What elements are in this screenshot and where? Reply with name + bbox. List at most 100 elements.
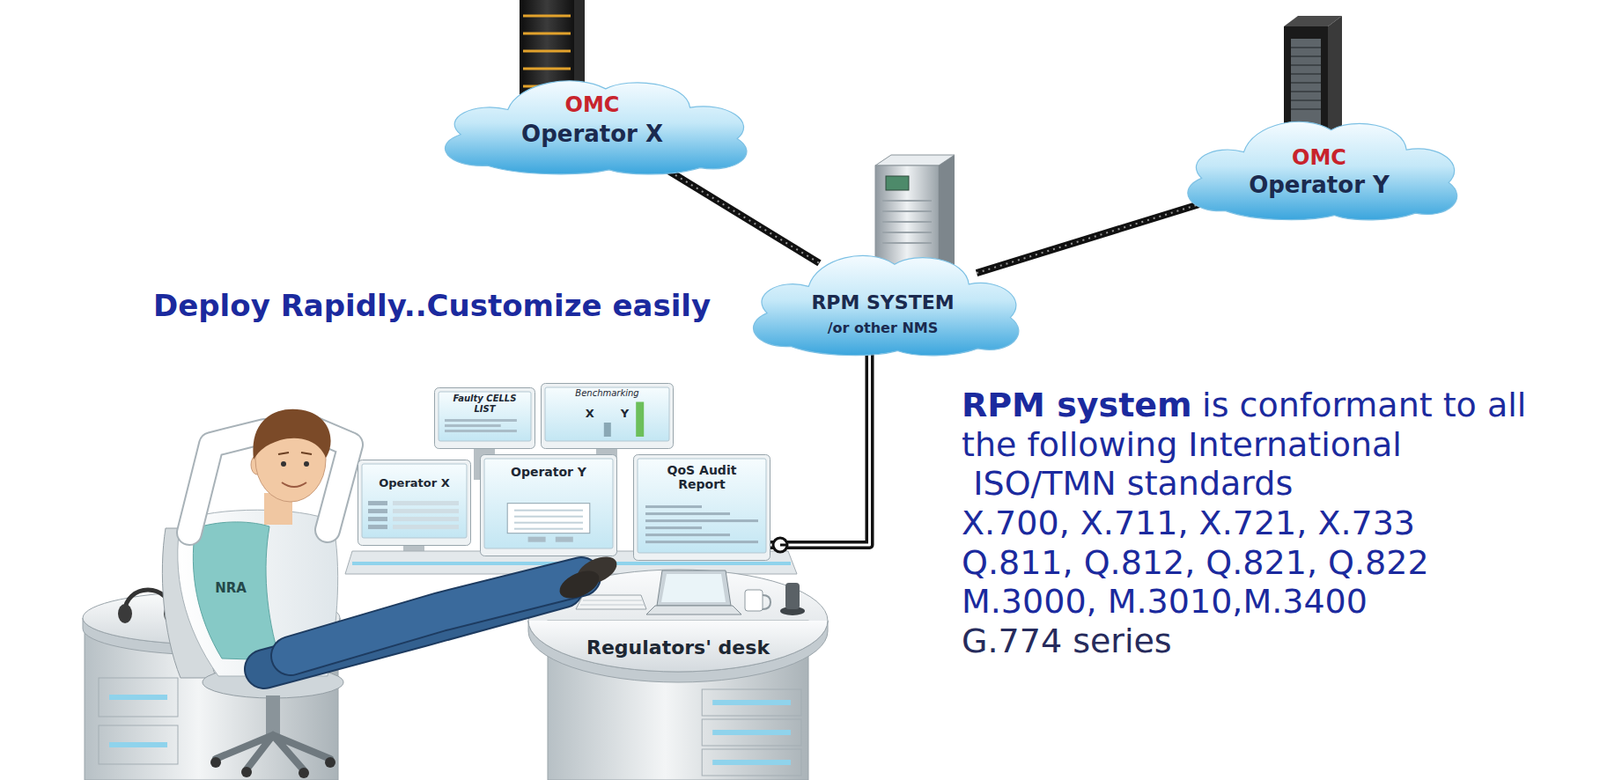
omc-server-y bbox=[1290, 81, 1321, 84]
desk-phone bbox=[780, 582, 805, 616]
node-text-area: OMCOperator Y bbox=[1168, 112, 1470, 222]
cloud-shape bbox=[753, 255, 1019, 355]
regulator-figure bbox=[189, 431, 265, 533]
report-line bbox=[645, 512, 730, 516]
regulators-desk-text: Regulators' desk bbox=[586, 636, 770, 659]
connector bbox=[654, 162, 819, 264]
report-line bbox=[645, 519, 759, 523]
office-chair bbox=[324, 757, 336, 768]
monitor-bezel bbox=[435, 388, 536, 450]
bench-bar bbox=[604, 422, 612, 437]
office-chair bbox=[241, 766, 252, 778]
text-row: XY bbox=[585, 407, 629, 421]
standards-line: M.3000, M.3010,M.3400 bbox=[961, 582, 1527, 622]
bench-bar bbox=[635, 402, 644, 438]
regulator-figure bbox=[192, 522, 281, 661]
office-chair bbox=[298, 767, 310, 779]
keyboard bbox=[582, 600, 642, 602]
standards-line: Q.811, Q.812, Q.821, Q.822 bbox=[961, 543, 1527, 583]
text-row: Operator Y bbox=[510, 464, 587, 480]
regulator-figure bbox=[252, 409, 331, 460]
screen-list-item bbox=[368, 516, 388, 522]
screen-window-line bbox=[514, 509, 583, 512]
omc-server-x bbox=[523, 32, 571, 36]
text-row: Operator Y bbox=[1248, 172, 1390, 200]
monitor-glass bbox=[545, 387, 670, 442]
omc-server-x bbox=[523, 50, 571, 53]
node-text-area: OMCOperator X bbox=[423, 72, 761, 177]
text-row: RPM SYSTEM bbox=[811, 291, 954, 314]
node-text-area: Operator Y bbox=[479, 454, 618, 557]
laptop bbox=[646, 605, 742, 615]
omc-cloud-text: OMC bbox=[565, 93, 620, 118]
screen-list-item bbox=[392, 501, 459, 506]
monitor-glass bbox=[484, 458, 613, 549]
text-row: OMC bbox=[565, 93, 620, 118]
regulators-desk: Regulators' desk bbox=[528, 620, 828, 780]
rpm-server bbox=[882, 242, 932, 244]
connector bbox=[976, 196, 1225, 273]
regulator-figure bbox=[303, 461, 310, 467]
desk-rim bbox=[528, 620, 828, 683]
screen-list-line bbox=[444, 419, 517, 422]
screen-list-item bbox=[368, 524, 388, 530]
standards-list: M.3000, M.3010,M.3400 bbox=[961, 582, 1368, 621]
laptop bbox=[656, 570, 731, 606]
screen-list-item bbox=[392, 516, 459, 522]
desk-drawer bbox=[701, 689, 802, 716]
omc-cloud-text: Operator Y bbox=[1248, 172, 1390, 200]
omc-server-y bbox=[1290, 64, 1321, 67]
monitor-screen: Operator X bbox=[357, 459, 472, 546]
cloud-shape bbox=[444, 81, 746, 175]
standards-list: X.700, X.711, X.721, X.733 bbox=[961, 503, 1416, 543]
monitor-screen-text: Y bbox=[620, 407, 629, 421]
screen-window-line bbox=[514, 522, 583, 524]
standards-line: ISO/TMN standards bbox=[961, 464, 1527, 504]
keyboard bbox=[580, 604, 645, 606]
desk-body bbox=[547, 620, 809, 780]
keyboard bbox=[575, 595, 647, 610]
monitor-glass bbox=[637, 458, 767, 553]
standards-line: G.774 series bbox=[961, 621, 1527, 662]
screen-list-line bbox=[444, 429, 517, 433]
omc-server-y bbox=[1290, 108, 1321, 111]
network-link bbox=[654, 162, 819, 264]
monitor-bezel bbox=[541, 383, 674, 450]
standards-line: RPM systemis conformant to all bbox=[961, 385, 1527, 426]
monitor-bezel bbox=[634, 455, 771, 561]
regulator-figure bbox=[189, 431, 265, 533]
monitor-screen-text: Benchmarking bbox=[575, 388, 639, 399]
regulator-figure bbox=[555, 565, 604, 605]
monitor-screen-outline bbox=[357, 459, 472, 546]
desk-drawer bbox=[701, 749, 802, 776]
screen-button bbox=[528, 537, 546, 543]
text-row: Benchmarking bbox=[575, 388, 639, 399]
monitor-screen: Operator Y bbox=[479, 454, 618, 557]
node-text-area: BenchmarkingXY bbox=[540, 383, 674, 450]
standards-text: is conformant to all bbox=[1201, 385, 1527, 425]
text-row: Regulators' desk bbox=[586, 636, 770, 659]
report-line bbox=[645, 533, 730, 537]
desk-handle bbox=[712, 759, 791, 766]
monitor-screen-text: QoS Audit Report bbox=[659, 463, 745, 492]
standards-text: ISO/TMN standards bbox=[973, 464, 1293, 503]
left-desk bbox=[98, 725, 178, 765]
laptop bbox=[646, 570, 742, 615]
rpm-server bbox=[882, 231, 932, 234]
mug bbox=[762, 595, 771, 610]
desk-top-edge bbox=[528, 620, 828, 672]
monitor-screen-text: X bbox=[585, 407, 595, 421]
omc-cloud: OMCOperator Y bbox=[1168, 112, 1470, 222]
standards-list: Q.811, Q.812, Q.821, Q.822 bbox=[961, 543, 1430, 583]
rpm-server bbox=[885, 176, 909, 191]
monitor-glass bbox=[438, 391, 531, 442]
screen-window bbox=[507, 503, 590, 534]
network-cable bbox=[770, 335, 871, 546]
standards-text: the following International bbox=[961, 425, 1402, 465]
monitor-screen-text: Operator X bbox=[378, 477, 450, 491]
screen-list-line bbox=[444, 424, 502, 428]
network-link bbox=[976, 196, 1225, 273]
connector bbox=[770, 335, 871, 546]
